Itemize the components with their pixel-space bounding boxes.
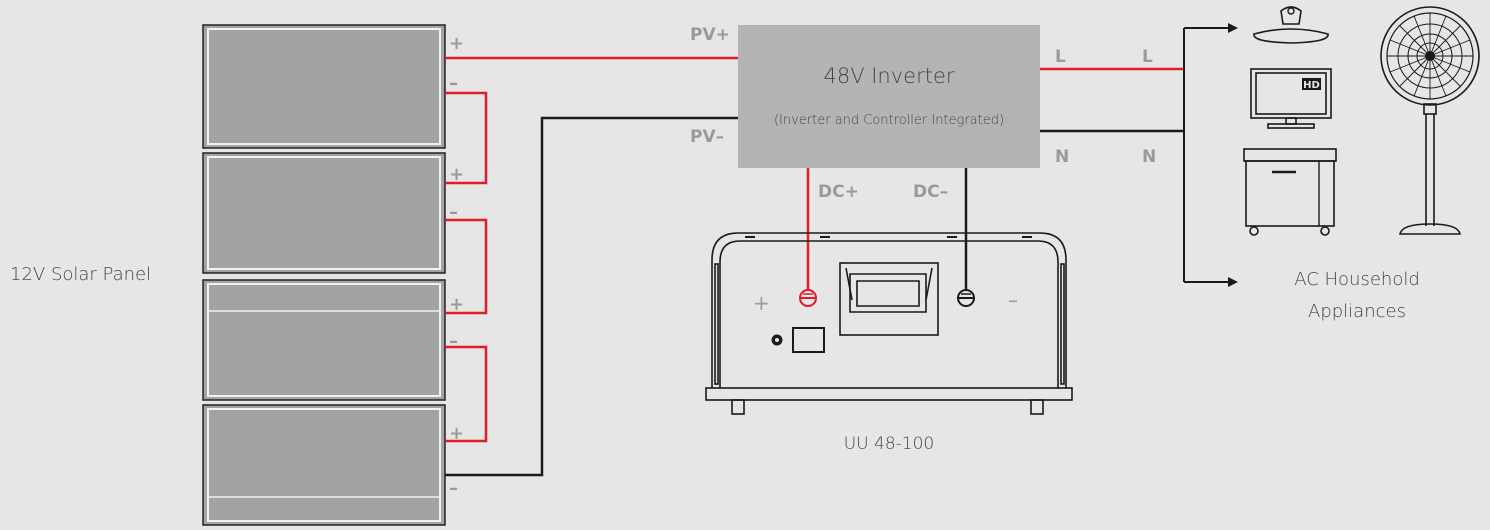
handle-icon <box>839 262 939 336</box>
solar-panel-array <box>202 24 446 526</box>
panel-3-plus-label: + <box>449 294 464 315</box>
dc-plus-label: DC+ <box>818 182 859 202</box>
battery-model-label: UU 48-100 <box>844 434 935 454</box>
solar-panel-3 <box>202 279 446 401</box>
line-n-label: N <box>1142 147 1156 167</box>
tv-hd-badge: HD <box>1303 80 1320 91</box>
dc-minus-label: DC– <box>913 182 948 202</box>
pv-minus-label: PV– <box>690 127 724 147</box>
inverter-n-label: N <box>1055 147 1069 167</box>
inverter-box <box>738 25 1040 168</box>
solar-panel-4 <box>202 404 446 526</box>
panel-1-plus-label: + <box>449 33 464 54</box>
panel-4-minus-label: – <box>449 478 458 499</box>
inverter-subtitle: (Inverter and Controller Integrated) <box>774 113 1004 128</box>
arrow-right-icon <box>1228 23 1238 33</box>
line-l-label: L <box>1142 47 1153 67</box>
positive-terminal-icon <box>799 289 817 307</box>
inverter-l-label: L <box>1055 47 1066 67</box>
arrow-right-icon <box>1228 277 1238 287</box>
inverter-title: 48V Inverter <box>823 64 954 88</box>
appliances-label-line1: AC Household <box>1294 269 1420 290</box>
pv-plus-label: PV+ <box>690 25 730 45</box>
power-switch-icon <box>792 327 825 353</box>
panel-1-minus-label: – <box>449 73 458 94</box>
solar-panel-1 <box>202 24 446 149</box>
battery-minus-label: – <box>1008 288 1018 312</box>
panel-2-minus-label: – <box>449 202 458 223</box>
lamp-icon <box>1253 6 1329 44</box>
panel-3-minus-label: – <box>449 331 458 352</box>
inverter: 48V Inverter (Inverter and Controller In… <box>738 25 1040 168</box>
appliances-label-line2: Appliances <box>1308 301 1406 322</box>
negative-terminal-icon <box>957 289 975 307</box>
tv-icon: HD <box>1250 68 1332 129</box>
fridge-icon <box>1243 148 1337 236</box>
battery-plus-label: + <box>753 291 770 315</box>
series-jumpers <box>445 91 488 443</box>
panel-4-plus-label: + <box>449 423 464 444</box>
battery-unit <box>705 232 1073 415</box>
solar-panel-label: 12V Solar Panel <box>10 264 151 285</box>
fan-icon <box>1380 6 1480 235</box>
solar-panel-2 <box>202 152 446 274</box>
pv-negative-wire <box>445 116 738 477</box>
ac-bus <box>1183 23 1238 287</box>
panel-2-plus-label: + <box>449 164 464 185</box>
